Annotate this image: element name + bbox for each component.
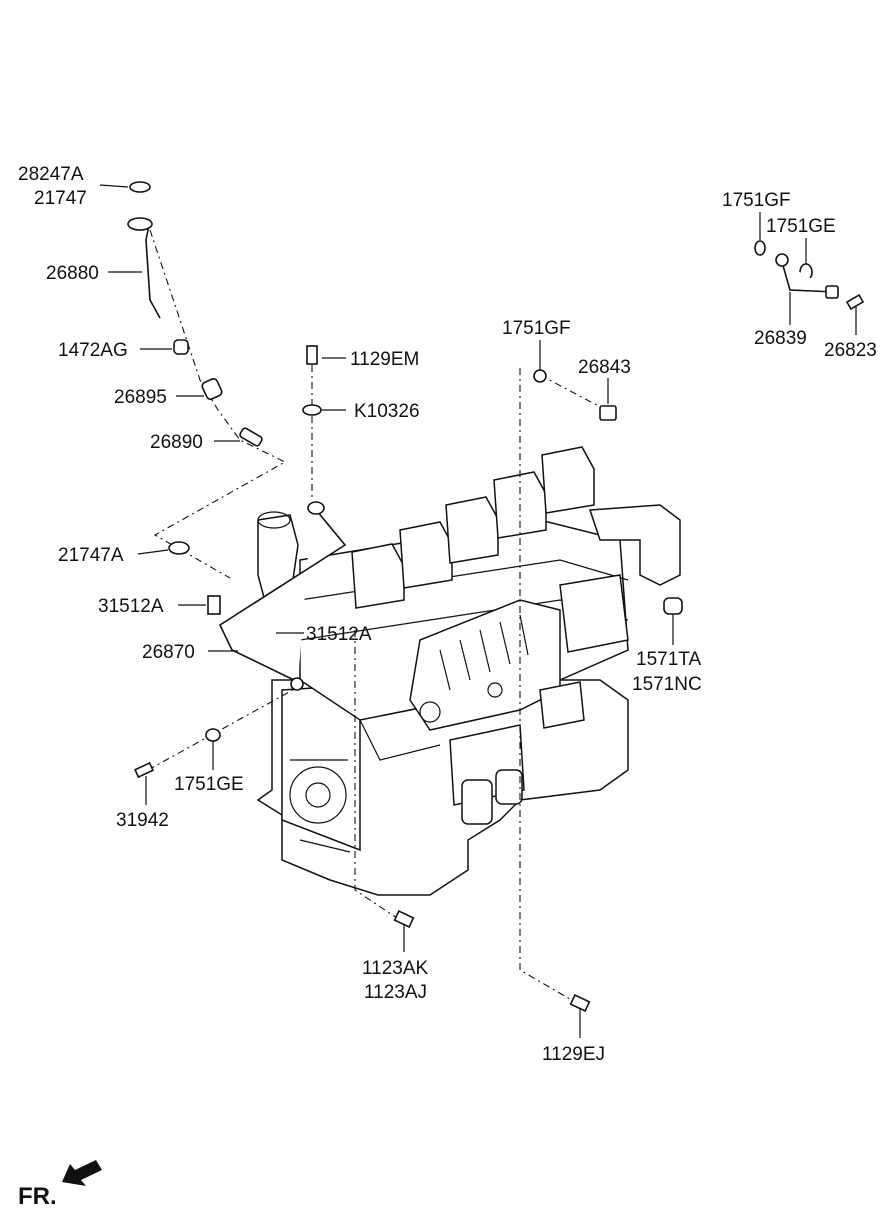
label-26823: 26823	[824, 340, 877, 361]
bolt-1129EM-shape	[306, 345, 318, 365]
washer-1751GF-right-shape	[754, 240, 766, 256]
sleeve-26895-shape	[201, 377, 223, 401]
part-shapes	[127, 181, 865, 1012]
label-26895: 26895	[114, 387, 167, 408]
label-26890: 26890	[150, 432, 203, 453]
label-1129EM: 1129EM	[350, 349, 419, 370]
label-1751GF-right: 1751GF	[722, 190, 791, 211]
washer-K10326-shape	[302, 404, 322, 416]
label-26880: 26880	[46, 263, 99, 284]
label-1123AJ: 1123AJ	[364, 982, 427, 1003]
label-1129EJ: 1129EJ	[542, 1044, 605, 1065]
label-31942: 31942	[116, 810, 169, 831]
label-31512A-left: 31512A	[98, 596, 164, 617]
front-label: FR.	[18, 1183, 57, 1210]
gasket-28247A-shape	[129, 181, 151, 193]
bolt-26823-shape	[845, 293, 865, 311]
label-1571NC: 1571NC	[632, 674, 702, 695]
washer-1751GF-mid-shape	[533, 369, 547, 383]
part-number-labels: 28247A 21747 26880 1472AG 26895 26890 21…	[18, 164, 877, 1065]
label-26839: 26839	[754, 328, 807, 349]
clamp-31512A-left-shape	[207, 595, 221, 615]
bolt-1123AK-shape	[393, 910, 415, 928]
label-21747: 21747	[34, 188, 87, 209]
bolt-26843-shape	[599, 405, 617, 421]
bolt-31942-shape	[133, 761, 155, 779]
label-26843: 26843	[578, 357, 631, 378]
label-28247A: 28247A	[18, 164, 84, 185]
label-26870: 26870	[142, 642, 195, 663]
label-K10326: K10326	[354, 401, 420, 422]
front-arrow-icon	[62, 1160, 102, 1186]
label-1751GE-right: 1751GE	[766, 216, 836, 237]
gasket-21747A-shape	[168, 541, 190, 555]
pipe-26870-shape	[218, 504, 347, 683]
label-21747A: 21747A	[58, 545, 124, 566]
oil-tube-26880-shape	[131, 221, 161, 319]
engine-block-illustration	[256, 446, 681, 896]
grommet-1472AG-shape	[173, 339, 189, 355]
pipe-26890-shape	[239, 427, 263, 447]
plug-1571TA-shape	[663, 597, 683, 615]
pipe-26839-shape	[781, 261, 836, 293]
leader-lines	[99, 184, 857, 1038]
label-1751GF-mid: 1751GF	[502, 318, 571, 339]
washer-1751GE-left-shape	[205, 728, 221, 742]
label-31512A-mid: 31512A	[306, 624, 372, 645]
front-direction-marker: FR.	[18, 1160, 102, 1210]
bolt-1129EJ-shape	[569, 994, 591, 1012]
label-1123AK: 1123AK	[362, 958, 429, 979]
label-1751GE-left: 1751GE	[174, 774, 244, 795]
label-1472AG: 1472AG	[58, 340, 128, 361]
label-1571TA: 1571TA	[636, 649, 701, 670]
